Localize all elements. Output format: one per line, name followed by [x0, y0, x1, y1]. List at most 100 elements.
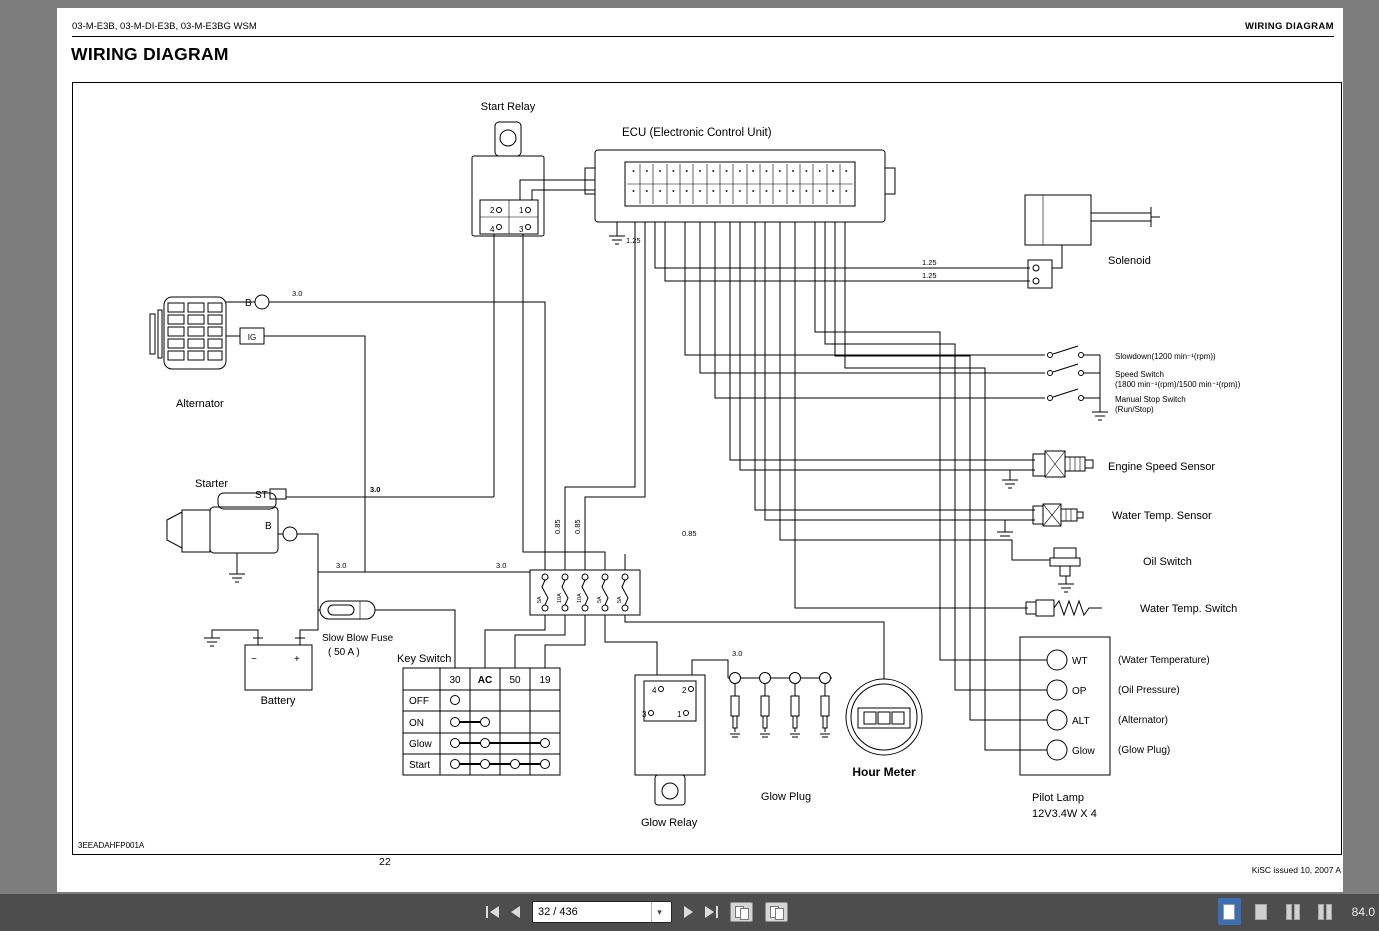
key-switch-col-50: 50: [509, 675, 521, 686]
key-switch-row-glow: Glow: [409, 739, 433, 750]
wire-size-1-25-b: 1.25: [922, 258, 937, 267]
page-indicator-box[interactable]: ▾: [532, 901, 672, 923]
page-dropdown-caret-icon[interactable]: ▾: [651, 902, 667, 922]
water-temp-switch: Water Temp. Switch: [1025, 599, 1237, 617]
battery: − + Battery: [244, 637, 313, 707]
ecu: ECU (Electronic Control Unit): [584, 127, 896, 223]
key-switch-row-off: OFF: [409, 696, 429, 707]
last-page-button[interactable]: [705, 901, 718, 923]
oil-switch: Oil Switch: [1049, 547, 1192, 577]
pilot-lamp-glow: Glow: [1072, 746, 1096, 757]
document-page: 03-M-E3B, 03-M-DI-E3B, 03-M-E3BG WSM WIR…: [57, 8, 1343, 892]
next-page-arrow-icon: [684, 906, 693, 918]
previous-view-button[interactable]: [730, 902, 753, 922]
pilot-lamp-op-desc: (Oil Pressure): [1118, 685, 1180, 696]
page-title: WIRING DIAGRAM: [71, 44, 229, 64]
first-page-bar-icon: [486, 906, 488, 918]
wire-size-1-25-a: 1.25: [626, 236, 641, 245]
view-mode-controls: 84.0: [1217, 898, 1375, 925]
glow-plugs: Glow Plug: [728, 672, 832, 803]
wire-size-labels: 1.25 1.25 1.25 3.0 3.0 3.0 3.0 3.0 0.85 …: [292, 236, 937, 658]
next-page-button[interactable]: [684, 901, 693, 923]
page-indicator-input[interactable]: [533, 902, 651, 922]
fuse-rating-3: 10A: [577, 593, 583, 603]
previous-page-button[interactable]: [511, 901, 520, 923]
label-manual-stop-spec: (Run/Stop): [1115, 405, 1154, 414]
label-slow-blow-fuse-rating: ( 50 A ): [328, 647, 360, 658]
wire-size-3-0-e: 3.0: [732, 649, 742, 658]
label-alternator: Alternator: [176, 398, 224, 410]
wire-size-3-0-d: 3.0: [496, 561, 506, 570]
diagram-border: [72, 82, 1342, 855]
two-page-continuous-right-icon: [1326, 903, 1333, 920]
pilot-lamp-alt: ALT: [1072, 716, 1090, 727]
fuse-box: 5A 10A 10A 5A 5A: [529, 569, 641, 616]
fuse-rating-4: 5A: [597, 596, 603, 603]
start-relay: 2 1 4 3 Start Relay: [471, 101, 545, 237]
label-pilot-lamp-spec: 12V3.4W X 4: [1032, 808, 1097, 820]
next-view-button[interactable]: [765, 902, 788, 922]
fuse-rating-1: 5A: [537, 596, 543, 603]
previous-view-overlay-icon: [740, 908, 749, 920]
start-relay-terminal-3: 3: [519, 225, 524, 234]
page-header: 03-M-E3B, 03-M-DI-E3B, 03-M-E3BG WSM WIR…: [72, 21, 1334, 32]
label-start-relay: Start Relay: [481, 101, 536, 113]
glow-relay-terminal-3: 3: [642, 710, 647, 719]
right-switches: Slowdown(1200 min⁻¹(rpm)) Speed Switch (…: [1047, 345, 1241, 414]
wire-size-3-0-c: 3.0: [336, 561, 346, 570]
slow-blow-fuse: Slow Blow Fuse ( 50 A ): [318, 600, 394, 658]
label-water-temp-switch: Water Temp. Switch: [1140, 603, 1237, 615]
wiring-diagram-figure: 2 1 4 3 Start Relay ECU (Electronic Cont…: [72, 82, 1342, 855]
wiring-lines: [211, 179, 1101, 751]
label-speed-switch-spec: (1800 min⁻¹(rpm)/1500 min⁻¹(rpm)): [1115, 380, 1241, 389]
two-page-continuous-view-button[interactable]: [1314, 898, 1337, 925]
starter: ST B Starter: [166, 478, 298, 554]
glow-relay-terminal-2: 2: [682, 686, 687, 695]
starter-terminal-b: B: [265, 521, 272, 532]
first-page-arrow-icon: [490, 906, 499, 918]
page-number: 22: [379, 856, 391, 868]
start-relay-terminal-4: 4: [490, 225, 495, 234]
continuous-view-button[interactable]: [1250, 898, 1273, 925]
label-pilot-lamp: Pilot Lamp: [1032, 792, 1084, 804]
label-slowdown: Slowdown(1200 min⁻¹(rpm)): [1115, 352, 1216, 361]
battery-terminal-neg: −: [251, 654, 257, 665]
page-navigation: ▾: [486, 901, 788, 923]
pilot-lamp-wt: WT: [1072, 656, 1088, 667]
wire-size-3-0-a: 3.0: [292, 289, 302, 298]
two-page-view-button[interactable]: [1282, 898, 1305, 925]
pilot-lamp-wt-desc: (Water Temperature): [1118, 655, 1210, 666]
fuse-rating-5: 5A: [617, 596, 623, 603]
single-page-view-button[interactable]: [1217, 898, 1241, 925]
first-page-button[interactable]: [486, 901, 499, 923]
key-switch-col-ac: AC: [478, 675, 492, 686]
label-oil-switch: Oil Switch: [1143, 556, 1192, 568]
key-switch-row-start: Start: [409, 760, 430, 771]
start-relay-terminal-2: 2: [490, 206, 495, 215]
pilot-lamp-glow-desc: (Glow Plug): [1118, 745, 1170, 756]
last-page-arrow-icon: [705, 906, 714, 918]
ground-symbols: [204, 222, 1108, 647]
wire-size-0-85-c: 0.85: [682, 529, 697, 538]
wire-size-3-0-b: 3.0: [370, 485, 380, 494]
label-glow-plug: Glow Plug: [761, 791, 811, 803]
section-header: WIRING DIAGRAM: [1245, 21, 1334, 32]
start-relay-terminal-1: 1: [519, 206, 524, 215]
viewer-toolbar: ▾: [0, 894, 1379, 931]
two-page-right-icon: [1294, 903, 1301, 920]
key-switch-row-on: ON: [409, 718, 424, 729]
alternator-terminal-ig: IG: [248, 333, 256, 342]
zoom-value[interactable]: 84.0: [1351, 904, 1375, 919]
previous-page-arrow-icon: [511, 906, 520, 918]
glow-relay: 4 2 3 1 Glow Relay: [634, 674, 706, 829]
single-page-icon: [1223, 903, 1236, 920]
wire-size-1-25-c: 1.25: [922, 271, 937, 280]
figure-code: 3EEADAHFP001A: [78, 841, 145, 850]
key-switch-table: 30 AC 50 19 OFF ON Glow Start Key Switch: [397, 653, 561, 776]
label-ecu: ECU (Electronic Control Unit): [622, 127, 772, 139]
battery-terminal-pos: +: [294, 654, 300, 665]
pilot-lamp-op: OP: [1072, 686, 1087, 697]
hour-meter: Hour Meter: [845, 678, 923, 779]
label-battery: Battery: [261, 695, 296, 707]
label-solenoid: Solenoid: [1108, 255, 1151, 267]
